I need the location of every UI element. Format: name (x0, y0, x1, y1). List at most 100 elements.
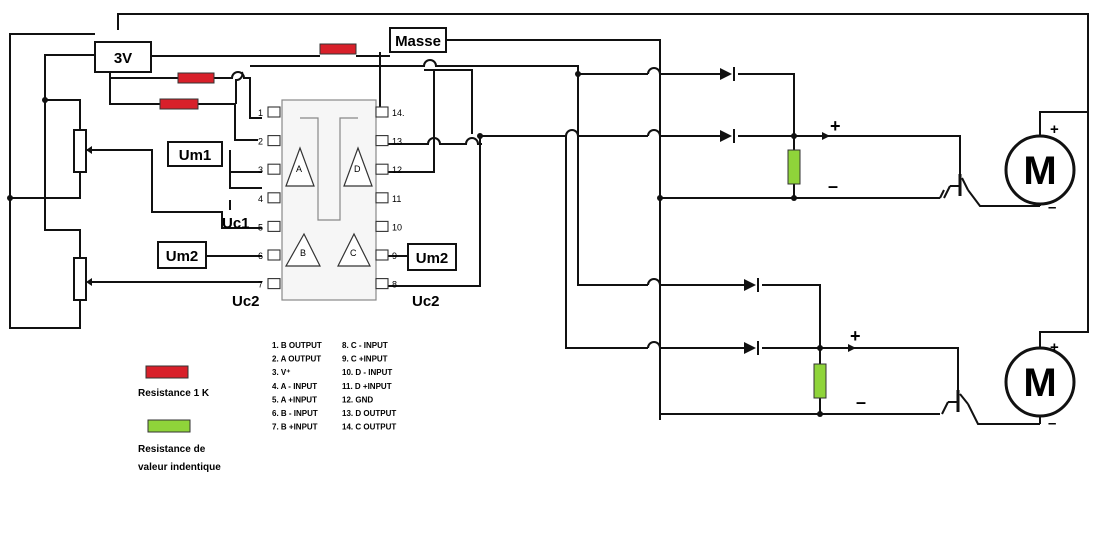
pinout-item: 8. C - INPUT (342, 341, 388, 350)
legend-red-swatch (145, 365, 189, 379)
pin-number: 7 (258, 280, 263, 290)
legend-green-label-1: Resistance de (138, 444, 206, 455)
pinout-item: 3. V⁺ (272, 368, 290, 377)
pin-number: 10 (392, 222, 402, 232)
pin-pad (375, 278, 389, 290)
pin-pad (267, 278, 281, 290)
opamp-chip: A D B C (281, 99, 377, 301)
um1-box: Um1 (167, 141, 223, 167)
pinout-item: 10. D - INPUT (342, 368, 392, 377)
um2-left-box: Um2 (157, 241, 207, 269)
pin-pad (375, 192, 389, 204)
transistor-bottom (941, 390, 969, 415)
diode-2 (720, 129, 735, 143)
pin-number: 9 (392, 251, 397, 261)
opamp-a-label: A (296, 164, 302, 174)
legend-red-label: Resistance 1 K (138, 388, 210, 399)
pinout-item: 1. B OUTPUT (272, 341, 322, 350)
opamp-c-label: C (350, 248, 357, 258)
pin-number: 6 (258, 251, 263, 261)
opamp-b-label: B (300, 248, 306, 258)
pinout-item: 4. A - INPUT (272, 382, 317, 391)
pin-pad (267, 163, 281, 175)
pin-pad (267, 135, 281, 147)
pin-number: 1 (258, 108, 263, 118)
pin-number: 3 (258, 165, 263, 175)
plus-top-label: + (830, 116, 841, 136)
pin-number: 13 (392, 137, 402, 147)
motor-bottom-plus: + (1050, 339, 1059, 356)
diode-1 (720, 67, 735, 81)
pin-pad (375, 163, 389, 175)
diode-4 (744, 341, 759, 355)
motor-bottom: M + – (1004, 339, 1076, 432)
legend-green-swatch (147, 419, 191, 433)
current-arrow-bottom (848, 344, 856, 352)
pin-number: 12 (392, 165, 402, 175)
um2-right-box: Um2 (407, 243, 457, 271)
um2-right-label: Um2 (416, 250, 449, 267)
transistor-top (939, 174, 969, 199)
pin-pad (267, 192, 281, 204)
pin-number: 11 (392, 194, 401, 204)
resistor-equal-bottom (813, 363, 827, 399)
motor-bottom-minus: – (1048, 415, 1056, 432)
junctions (7, 71, 823, 417)
opamp-a (285, 146, 315, 187)
um2-left-label: Um2 (166, 248, 199, 265)
pinout-item: 14. C OUTPUT (342, 423, 396, 432)
pin-pad (375, 249, 389, 261)
motor-top: M + – (1004, 121, 1076, 216)
supply-3v-box: 3V (94, 41, 152, 73)
pin-pad (267, 220, 281, 232)
pinout-item: 5. A +INPUT (272, 395, 317, 404)
pinout-item: 11. D +INPUT (342, 382, 392, 391)
uc2-right-label: Uc2 (412, 293, 440, 310)
minus-bottom-label: – (856, 392, 866, 412)
pin-number: 2 (258, 137, 263, 147)
motor-top-label: M (1023, 149, 1056, 193)
supply-label: 3V (114, 50, 132, 67)
ground-label: Masse (395, 33, 441, 50)
opamp-c (337, 232, 371, 267)
um1-label: Um1 (179, 147, 212, 164)
pinout-item: 13. D OUTPUT (342, 409, 396, 418)
motor-top-plus: + (1050, 121, 1059, 138)
opamp-d (343, 146, 373, 187)
pinout-item: 12. GND (342, 395, 373, 404)
wiring (9, 13, 1089, 425)
legend-green-label-2: valeur indentique (138, 462, 221, 473)
pinout-item: 7. B +INPUT (272, 423, 318, 432)
pin-pad (267, 106, 281, 118)
resistor-1k-middle (177, 72, 215, 84)
pin-number: 14. (392, 108, 405, 118)
pin-pad (375, 220, 389, 232)
opamp-b (284, 232, 321, 267)
pin-number: 8 (392, 280, 397, 290)
pin-pad (375, 106, 389, 118)
opamp-d-label: D (354, 164, 361, 174)
resistor-equal-top (787, 149, 801, 185)
legend: Resistance 1 K Resistance de valeur inde… (138, 365, 221, 473)
pin-pad (375, 135, 389, 147)
resistor-1k-lower (159, 98, 199, 110)
resistor-1k-top (319, 43, 357, 55)
motor-bottom-label: M (1023, 361, 1056, 405)
pinout-item: 6. B - INPUT (272, 409, 318, 418)
diode-3 (744, 278, 759, 292)
pinout-item: 9. C +INPUT (342, 355, 388, 364)
motor-top-minus: – (1048, 199, 1056, 216)
pin-number: 4 (258, 194, 263, 204)
pin-number: 5 (258, 222, 263, 232)
uc1-label: Uc1 (222, 215, 250, 232)
minus-top-label: – (828, 176, 838, 196)
ground-masse-box: Masse (389, 27, 447, 53)
potentiometer-top (73, 129, 92, 173)
pin-pad (267, 249, 281, 261)
plus-bottom-label: + (850, 326, 861, 346)
potentiometer-bottom (73, 257, 92, 301)
uc2-left-label: Uc2 (232, 293, 260, 310)
